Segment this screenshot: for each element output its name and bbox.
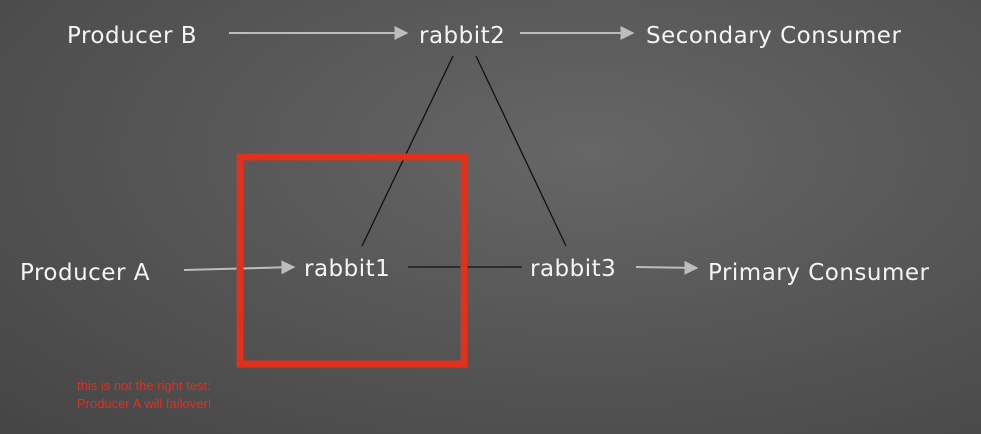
node-rabbit2: rabbit2 <box>419 23 506 49</box>
node-producer-a: Producer A <box>20 260 150 286</box>
link-rabbit2-rabbit1 <box>361 55 454 247</box>
node-primary-consumer: Primary Consumer <box>708 260 930 286</box>
arrow-rabbit3-to-primary-consumer <box>635 260 699 275</box>
highlight-box <box>236 153 468 368</box>
link-rabbit2-rabbit3 <box>475 55 567 247</box>
node-rabbit1: rabbit1 <box>304 256 391 282</box>
node-secondary-consumer: Secondary Consumer <box>646 23 902 49</box>
node-producer-b: Producer B <box>67 23 198 49</box>
annotation-note: this is not the right test: Producer A w… <box>77 377 211 413</box>
annotation-line-1: this is not the right test: <box>77 378 211 393</box>
annotation-line-2: Producer A will failover! <box>77 396 212 411</box>
node-rabbit3: rabbit3 <box>530 256 617 282</box>
